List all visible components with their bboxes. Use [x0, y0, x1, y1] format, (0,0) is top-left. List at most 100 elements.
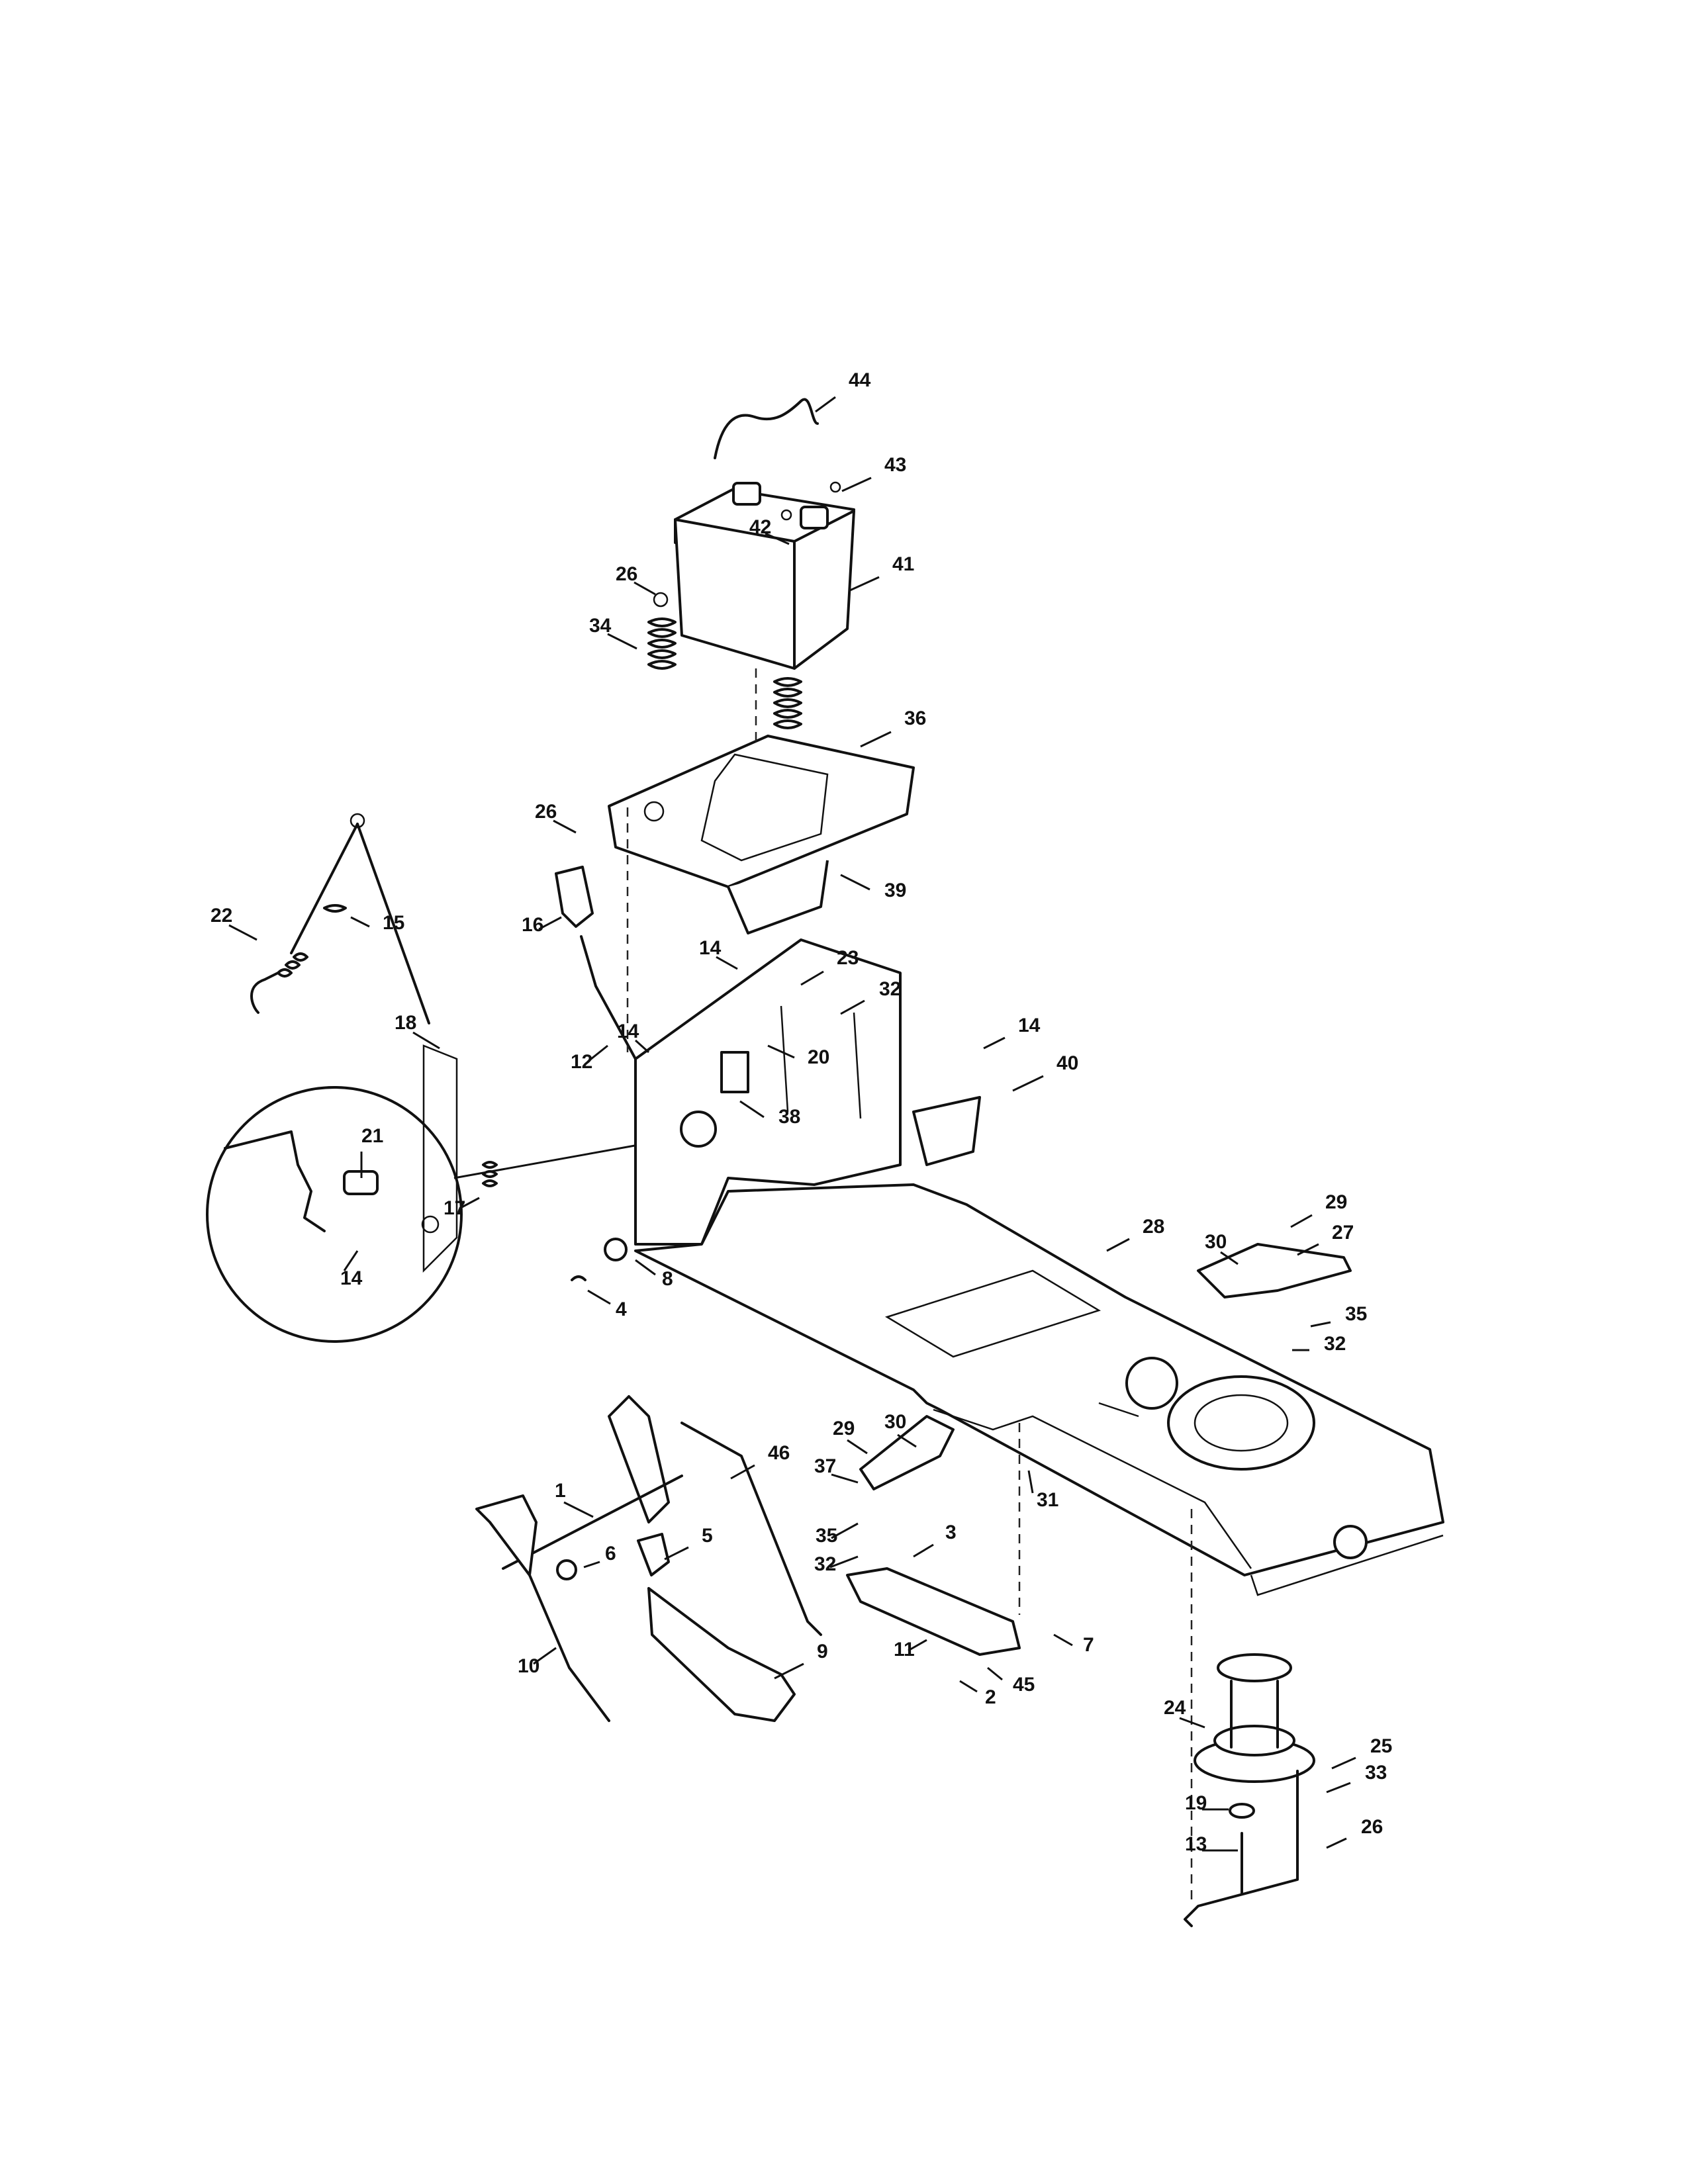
callout-number: 5	[702, 1525, 713, 1547]
callout-c19: 19	[1185, 1792, 1229, 1814]
callout-number: 30	[884, 1411, 906, 1433]
callout-c9: 9	[774, 1641, 828, 1680]
callout-c29b: 29	[833, 1418, 868, 1455]
callout-leader-line	[350, 916, 370, 928]
callout-number: 10	[518, 1655, 539, 1677]
callout-leader-line	[908, 1639, 927, 1652]
callout-number: 32	[814, 1553, 836, 1575]
callout-c22: 22	[211, 905, 258, 941]
callout-leader-line	[840, 999, 865, 1015]
callout-number: 32	[1324, 1333, 1346, 1355]
callout-number: 43	[884, 454, 906, 476]
detail-view-circle	[206, 1044, 676, 1343]
callout-c39: 39	[840, 874, 906, 901]
part-28-frame	[634, 1183, 1444, 1596]
callout-number: 8	[662, 1268, 673, 1290]
callout-c13: 13	[1185, 1833, 1238, 1855]
callout-leader-line	[607, 633, 637, 650]
callout-c37: 37	[814, 1455, 859, 1484]
callout-c45: 45	[987, 1666, 1035, 1696]
callout-c8: 8	[635, 1259, 673, 1290]
part-22-spring-cable	[250, 813, 430, 1024]
callout-leader-line	[987, 1666, 1003, 1681]
callout-c28: 28	[1106, 1216, 1164, 1252]
part-9-pedal-rod	[647, 1587, 796, 1722]
callout-leader-line	[412, 1031, 440, 1050]
callout-leader-line	[1027, 1470, 1034, 1494]
callout-leader-line	[587, 1044, 608, 1063]
part-15-clip	[323, 904, 347, 913]
callout-c24: 24	[1164, 1697, 1205, 1729]
callout-c43: 43	[841, 454, 906, 492]
part-40-bracket	[912, 1096, 981, 1166]
callout-number: 38	[778, 1106, 800, 1128]
callout-number: 35	[1345, 1303, 1367, 1325]
callout-c31: 31	[1027, 1470, 1058, 1511]
callout-c44: 44	[815, 369, 871, 413]
callout-c26a: 26	[616, 563, 656, 596]
callout-c14c: 14	[983, 1015, 1041, 1050]
callout-leader-line	[849, 576, 880, 592]
part-11-idler-bracket	[846, 1567, 1021, 1656]
callout-leader-line	[860, 731, 892, 748]
callout-c23: 23	[800, 947, 859, 986]
callout-c32b: 32	[1292, 1333, 1346, 1355]
callout-number: 26	[616, 563, 637, 585]
callout-c6: 6	[583, 1543, 616, 1569]
callout-number: 23	[837, 947, 859, 969]
part-8-bushing	[604, 1238, 628, 1261]
callout-c7: 7	[1053, 1633, 1094, 1656]
callout-c10: 10	[518, 1647, 557, 1677]
callout-number: 32	[879, 978, 901, 1000]
callout-number: 39	[884, 880, 906, 901]
callout-leader-line	[634, 1039, 650, 1054]
callout-number: 4	[616, 1298, 627, 1320]
callout-c3: 3	[913, 1522, 957, 1558]
callout-number: 14	[340, 1267, 363, 1289]
part-37-bracket	[859, 1415, 955, 1490]
callout-c1: 1	[555, 1480, 594, 1518]
callout-c36: 36	[860, 707, 926, 748]
callout-c21: 21	[360, 1125, 383, 1178]
part-44-cable	[714, 398, 819, 459]
callout-leader-line	[459, 1197, 480, 1210]
callout-leader-line	[1179, 1717, 1205, 1729]
callout-leader-line	[739, 1100, 765, 1118]
callout-leader-line	[831, 1473, 859, 1484]
callout-number: 29	[833, 1418, 855, 1439]
callout-c38: 38	[739, 1100, 800, 1128]
callout-number: 19	[1185, 1792, 1207, 1814]
callout-c11: 11	[894, 1639, 927, 1661]
callout-leader-line	[664, 1546, 689, 1561]
callout-leader-line	[563, 1501, 594, 1518]
callout-number: 18	[395, 1012, 416, 1034]
callout-leader-line	[343, 1250, 359, 1271]
callout-c15: 15	[350, 912, 404, 934]
callout-c35a: 35	[1310, 1303, 1367, 1328]
callout-number: 3	[945, 1522, 957, 1543]
part-46-rod	[680, 1422, 822, 1636]
callout-leader-line	[538, 916, 562, 931]
assembly-guide-lines	[626, 668, 1193, 1906]
callout-number: 44	[849, 369, 871, 391]
callout-leader-line	[829, 1555, 859, 1569]
part-34-springs	[647, 592, 802, 729]
callout-c27: 27	[1297, 1222, 1354, 1256]
part-41-battery	[674, 481, 855, 670]
callout-leader-line	[913, 1543, 934, 1558]
callout-number: 28	[1143, 1216, 1164, 1238]
callout-c12: 12	[571, 1044, 608, 1073]
callout-leader-line	[1326, 1837, 1347, 1849]
callout-c46: 46	[730, 1442, 790, 1480]
callout-number: 9	[817, 1641, 828, 1662]
callout-leader-line	[815, 396, 836, 413]
callout-number: 15	[383, 912, 404, 934]
callout-leader-line	[1326, 1782, 1351, 1794]
callout-number: 26	[1361, 1816, 1383, 1838]
callout-number: 35	[816, 1525, 837, 1547]
callout-leader-line	[1220, 1251, 1239, 1265]
callout-leader-line	[847, 1439, 868, 1455]
part-23-dash-panel	[634, 938, 902, 1246]
callout-c25: 25	[1331, 1735, 1392, 1770]
